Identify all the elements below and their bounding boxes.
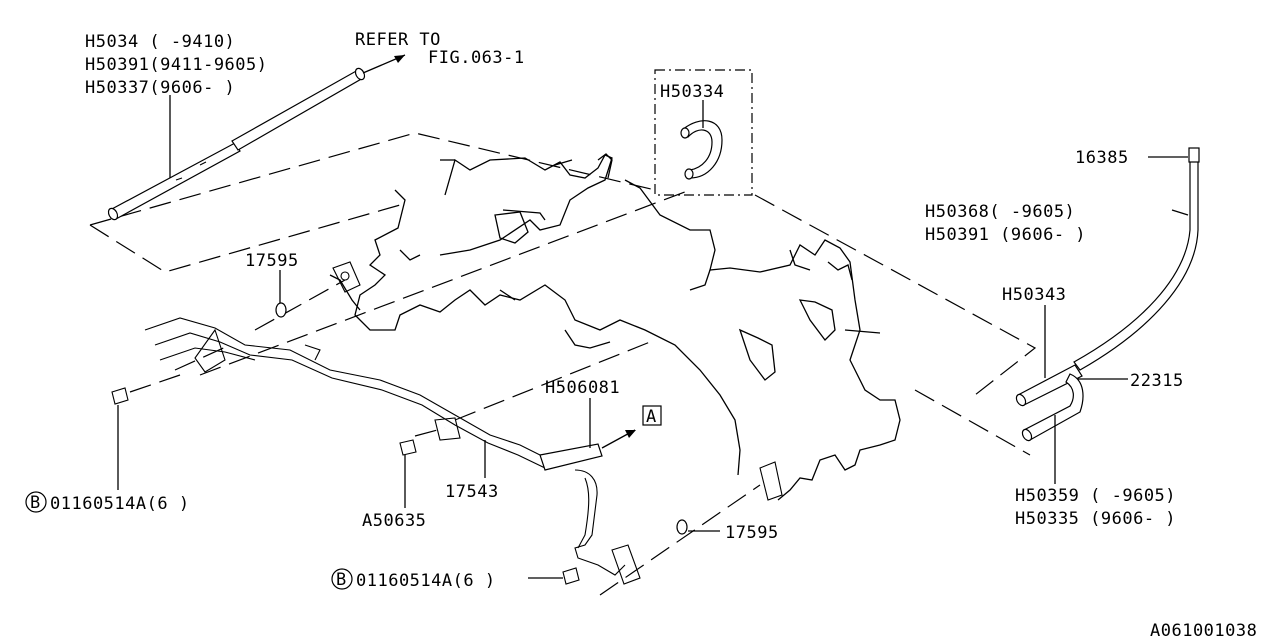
label-h50335: H50335 (9606- ) bbox=[1015, 509, 1176, 529]
bolt-callout-left: B 01160514A(6 ) bbox=[25, 491, 190, 514]
bolt-callout-bottom: B 01160514A(6 ) bbox=[331, 568, 496, 591]
label-refer-to: REFER TO bbox=[355, 30, 441, 50]
label-17595-bottom: 17595 bbox=[725, 523, 779, 543]
label-a50635: A50635 bbox=[362, 511, 426, 531]
label-h506081: H506081 bbox=[545, 378, 620, 398]
label-h50343: H50343 bbox=[1002, 285, 1066, 305]
bolt-left-circled-letter: B bbox=[30, 493, 41, 513]
label-h50334: H50334 bbox=[660, 82, 724, 102]
callout-labels: H5034 ( -9410) H50391(9411-9605) H50337(… bbox=[85, 30, 1257, 640]
hardware-parts bbox=[111, 261, 783, 585]
label-22315: 22315 bbox=[1130, 371, 1184, 391]
reference-plane-outline bbox=[89, 132, 1037, 596]
label-16385: 16385 bbox=[1075, 148, 1129, 168]
marker-a-box: A bbox=[642, 405, 662, 427]
label-h50391-top: H50391(9411-9605) bbox=[85, 55, 268, 75]
right-hose-assembly bbox=[1015, 147, 1200, 442]
upper-hose-assembly bbox=[107, 54, 406, 221]
h50334-detail-box bbox=[654, 69, 753, 196]
label-17543: 17543 bbox=[445, 482, 499, 502]
label-17595-top: 17595 bbox=[245, 251, 299, 271]
label-h50368: H50368( -9605) bbox=[925, 202, 1075, 222]
marker-a-letter: A bbox=[646, 407, 657, 427]
label-diagram-code: A061001038 bbox=[1150, 621, 1257, 640]
label-fig-ref: FIG.063-1 bbox=[428, 48, 525, 68]
fuel-pipe-assembly bbox=[144, 317, 641, 585]
label-h50391-right: H50391 (9606- ) bbox=[925, 225, 1086, 245]
label-h5034: H5034 ( -9410) bbox=[85, 32, 235, 52]
bolt-bottom-circled-letter: B bbox=[336, 570, 347, 590]
label-bolt-left: 01160514A(6 ) bbox=[50, 494, 190, 514]
label-bolt-bottom: 01160514A(6 ) bbox=[356, 571, 496, 591]
label-h50359: H50359 ( -9605) bbox=[1015, 486, 1176, 506]
engine-block-outline bbox=[329, 153, 901, 501]
leader-lines bbox=[117, 95, 1189, 579]
label-h50337: H50337(9606- ) bbox=[85, 78, 235, 98]
